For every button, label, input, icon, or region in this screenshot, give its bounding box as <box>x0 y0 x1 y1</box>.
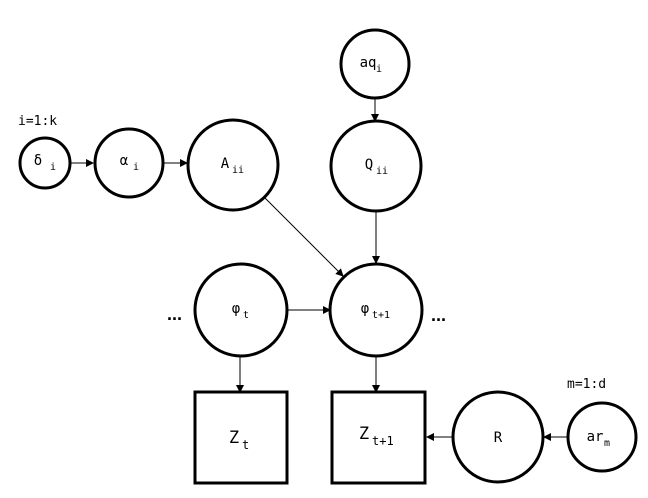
node-Z-t1-sub: t+1 <box>372 434 394 448</box>
node-Z-t: Z t <box>193 390 289 485</box>
node-aq: aq i <box>339 28 411 100</box>
node-R-label: R <box>494 430 503 446</box>
edge-A-phi <box>264 197 344 277</box>
node-ar: ar m <box>566 401 638 473</box>
node-Z-t1-label: Z <box>359 424 369 444</box>
plate-label-m: m=1:d <box>567 377 606 392</box>
node-Z-t-sub: t <box>242 438 249 452</box>
node-Q-label: Q <box>365 157 373 173</box>
node-delta-label: δ <box>34 153 42 169</box>
node-Q: Q ii <box>329 119 423 213</box>
node-Q-sub: ii <box>376 166 388 177</box>
node-phi-t1: φ t+1 <box>328 262 424 358</box>
node-phi-t: φ t <box>193 262 289 358</box>
node-Z-t1: Z t+1 <box>330 390 427 485</box>
node-aq-sub: i <box>376 64 382 75</box>
node-alpha-label: α <box>120 153 129 169</box>
node-phi-t-label: φ <box>232 301 240 317</box>
node-A: A ii <box>186 118 280 212</box>
node-ar-sub: m <box>604 438 610 449</box>
node-R: R <box>451 390 545 484</box>
ellipsis-left: ... <box>167 304 182 324</box>
node-delta: δ i <box>18 136 72 190</box>
node-Z-t-label: Z <box>229 428 239 448</box>
node-alpha-sub: i <box>133 162 139 173</box>
node-A-label: A <box>221 156 230 172</box>
node-alpha: α i <box>93 127 165 199</box>
ellipsis-right: ... <box>431 305 446 325</box>
node-aq-label: aq <box>360 55 377 71</box>
plate-label-i: i=1:k <box>18 114 57 129</box>
node-A-sub: ii <box>232 165 244 176</box>
node-phi-t1-label: φ <box>361 301 369 317</box>
node-phi-t-sub: t <box>243 310 249 321</box>
node-phi-t1-sub: t+1 <box>372 310 390 321</box>
node-delta-sub: i <box>50 162 56 173</box>
node-ar-label: ar <box>587 429 604 445</box>
